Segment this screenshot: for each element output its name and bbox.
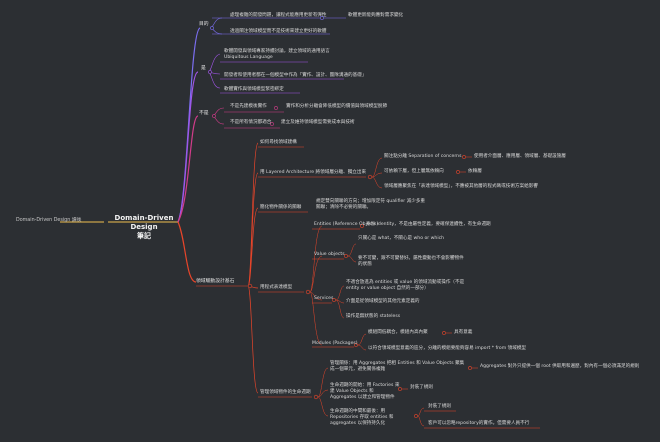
layered-sub-1[interactable]: 關注點分離 Separation of concerns [384, 154, 462, 159]
what-item-1[interactable]: 軟體開發與領域專家持續討論，建立領域的通用語言 Ubiquitous Langu… [224, 49, 330, 60]
branch-what[interactable]: 是 [201, 66, 206, 71]
layered-sub-2[interactable]: 可依賴下層，但上層無依賴向 [384, 169, 444, 174]
services-sub-2[interactable]: 介面是從領域模型的其他元素定義的 [346, 299, 420, 304]
root-node[interactable]: Domain-Driven Design 讀後 [16, 218, 82, 223]
what-item-3[interactable]: 軟體實作與領域模型緊密綁定 [224, 87, 284, 92]
vo-sub-2[interactable]: 要不可變，跟不可變替好。屬性變動也不會影響物件的狀態 [358, 256, 464, 267]
not-sub-2[interactable]: 建立及維持領域模型需要成本與技術 [281, 120, 355, 125]
model-find[interactable]: 如何尋找領域建構 [260, 140, 297, 145]
services-sub-3[interactable]: 操作是無狀態的 stateless [346, 314, 401, 319]
lifecycle-subsub-3[interactable]: 封裝了規則 [428, 404, 451, 409]
layered-sub-3[interactable]: 領域層應聚焦在「表達領域模型」，不應被其他層的程式碼或技術方案給影響 [384, 184, 538, 189]
lifecycle-subsub-1[interactable]: Aggregates 對外只提供一個 root 供取用和遍歷，對內有一個必須滿足… [480, 364, 640, 369]
layered-subsub-2[interactable]: 依賴層 [468, 169, 482, 174]
layered-subsub-1[interactable]: 使用者介面層、應用層、領域層、基礎設施層 [474, 154, 566, 159]
not-item-1[interactable]: 不是先建模後實作 [230, 104, 267, 109]
simplify-sub[interactable]: 規定雙向關聯的方向；增加限定符 qualifier 減少多重關聯；清除不必要的關… [316, 199, 426, 210]
not-sub-1[interactable]: 實作和分析分離會降低模型的價值與領域模型脫節 [286, 104, 388, 109]
central-topic[interactable]: Domain-Driven Design 筆記 [108, 214, 180, 241]
purpose-sub[interactable]: 軟體更新能夠應對需求變化 [348, 13, 404, 18]
modules-subsub[interactable]: 具有意義 [454, 330, 473, 335]
model-simplify[interactable]: 簡化物件關係的關聯 [260, 205, 302, 210]
purpose-item-1[interactable]: 處理複雜的開發問題，讓程式能應用更新有彈性 [230, 13, 327, 18]
services-sub-1[interactable]: 不適合放進為 entities 或 value 的領域流動或操作（不是entit… [346, 280, 465, 291]
central-topic-line1: Domain-Driven Design [114, 214, 174, 231]
link-what [177, 71, 199, 223]
modules-sub-2[interactable]: 以符合領域模型意義的區分，分離的模組要能夠容易 import * from 領域… [368, 346, 527, 351]
branch-model[interactable]: 領域驅動設計基石 [196, 279, 235, 284]
branch-not[interactable]: 不是 [199, 111, 209, 116]
link-not [177, 115, 199, 223]
link-model [177, 221, 197, 283]
lifecycle-sub-2[interactable]: 生命週期的開始：用 Factories 來建 Value Objects 和 A… [330, 383, 400, 400]
vo-sub-1[interactable]: 只關心是 what，不關心是 who or which [358, 236, 445, 241]
central-topic-line2: 筆記 [137, 232, 151, 240]
pattern-modules[interactable]: Modules (Packages) [312, 341, 358, 346]
branch-purpose[interactable]: 目的 [199, 22, 209, 27]
pattern-services[interactable]: Services [314, 296, 334, 301]
model-patterns[interactable]: 用程式表達模型 [260, 285, 293, 290]
purpose-item-2[interactable]: 透過關注領域模型而不是技術來建立更好的軟體 [230, 29, 327, 34]
pattern-entities[interactable]: Entities (Reference Objects) [314, 222, 379, 227]
not-item-2[interactable]: 不是所有情況都適合 [230, 120, 272, 125]
lifecycle-subsub-2[interactable]: 封裝了規則 [410, 385, 433, 390]
pattern-value-objects[interactable]: Value objects [314, 252, 345, 257]
entities-sub[interactable]: 身份 identity，不是由屬性定義，要確保連續性，有生命週期 [366, 222, 491, 227]
model-lifecycle[interactable]: 管理領域物件的生命週期 [260, 390, 311, 395]
lifecycle-subsub-4[interactable]: 客戶可以忽略repository的實作。但需要人員不行 [428, 421, 530, 426]
modules-sub-1[interactable]: 模組間低耦合，模組內高內聚 [368, 330, 428, 335]
lifecycle-sub-3[interactable]: 生命週期的中間和最後：用 Repositories 存取 entities 和 … [330, 409, 394, 426]
lifecycle-sub-1[interactable]: 管理關係：用 Aggregates 把相 Entities 和 Value Ob… [330, 361, 465, 372]
model-layered[interactable]: 用 Layered Architecture 將領域層分離、獨立出來 [260, 170, 367, 175]
what-item-2[interactable]: 開發者和使用者都在一個模型中作為「實作、設計、團隊溝通的基礎」 [224, 73, 367, 78]
